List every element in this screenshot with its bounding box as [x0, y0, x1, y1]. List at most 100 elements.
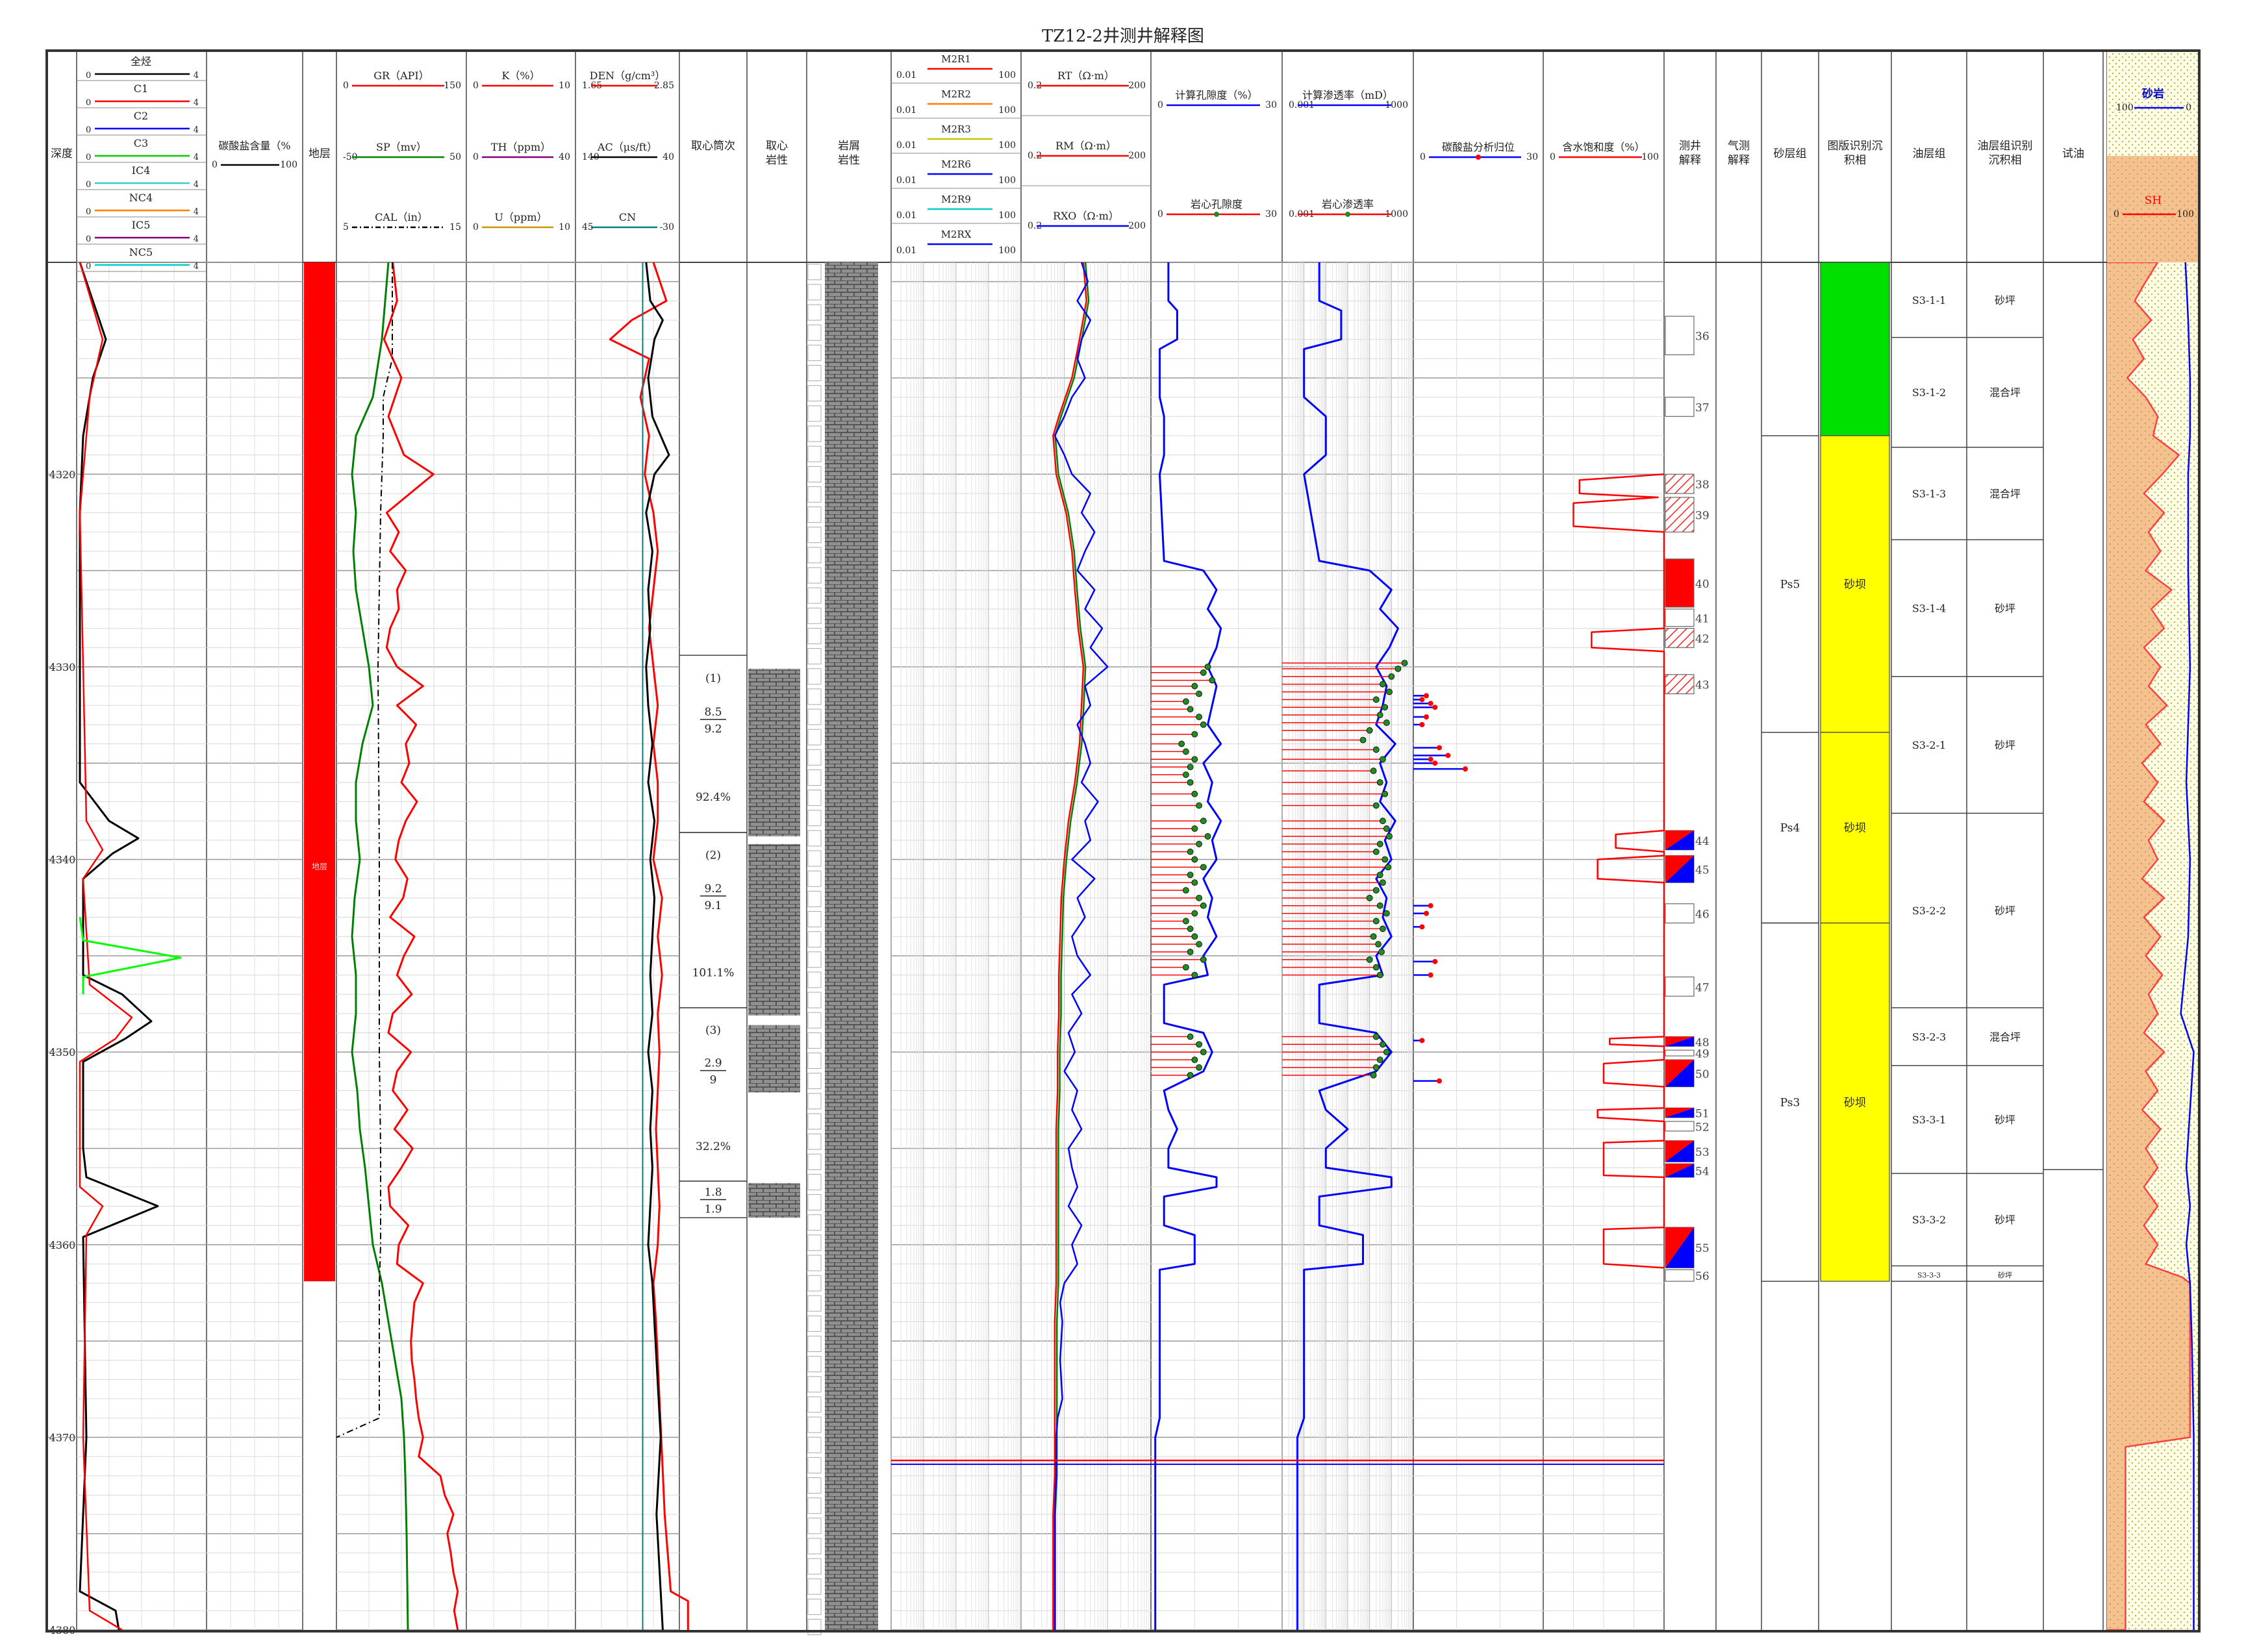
gas-IC5-name: IC5	[132, 219, 151, 231]
oil-group-name: S3-3-3	[1917, 1271, 1941, 1279]
interp-layer-no: 45	[1695, 864, 1710, 877]
gas-NC4-name: NC4	[129, 192, 153, 204]
res-max: 200	[1128, 81, 1146, 91]
res-name: RT（Ω·m）	[1057, 69, 1115, 82]
cuttings-symbol-box	[807, 1518, 822, 1534]
curve-sp	[351, 262, 409, 1631]
por-core-name: 岩心孔隙度	[1191, 198, 1243, 210]
interp-layer-no: 54	[1695, 1166, 1710, 1179]
core-por-point	[1191, 825, 1198, 832]
cuttings-symbol-box	[807, 1457, 822, 1473]
core-perm-point	[1385, 864, 1392, 871]
gas-min: 0	[86, 234, 91, 244]
interp-layer-no: 40	[1695, 578, 1710, 591]
core-por-point	[1196, 1064, 1202, 1071]
sand-group-name: Ps3	[1780, 1096, 1800, 1109]
chart-facies-block	[1820, 262, 1890, 436]
core-run-drilled: 9.2	[704, 723, 722, 736]
core-perm-point	[1380, 818, 1386, 825]
carb-norm-point	[1424, 693, 1429, 699]
perm-core-name: 岩心渗透率	[1322, 198, 1374, 210]
m2-name: M2RX	[941, 229, 972, 240]
cuttings-symbol-box	[807, 830, 822, 847]
cuttings-symbol-box	[807, 1436, 822, 1453]
core-run-recovered: 8.5	[704, 706, 722, 719]
ac-max: 40	[662, 152, 674, 162]
ac-name: AC（μs/ft）	[597, 141, 657, 153]
carb-norm-point	[1424, 714, 1429, 720]
curve-perm-calc	[1296, 262, 1399, 1630]
carb-norm-point	[1424, 910, 1429, 916]
oil-test-header: 试油	[2062, 147, 2084, 160]
interp-layer-no: 36	[1695, 331, 1710, 344]
core-run-no: (3)	[705, 1024, 721, 1037]
m2-min: 0.01	[896, 175, 916, 186]
cuttings-symbol-box	[807, 729, 822, 745]
core-lith-header-1: 取心	[766, 140, 788, 153]
res-name: RM（Ω·m）	[1055, 140, 1117, 152]
core-por-point	[1196, 941, 1202, 947]
oil-group-facies: 砂坪	[1995, 294, 2015, 307]
cuttings-symbol-box	[807, 385, 822, 402]
cn-min: 45	[582, 222, 594, 232]
sand-group-name: Ps4	[1780, 822, 1800, 835]
gas-max: 4	[194, 234, 199, 244]
sh-max: 100	[2177, 209, 2194, 219]
interp-layer-box	[1665, 674, 1695, 695]
core-por-point	[1182, 748, 1189, 755]
m2-name: M2R2	[941, 88, 971, 100]
core-perm-point	[1380, 756, 1386, 763]
core-run-no: (1)	[705, 672, 721, 685]
core-perm-point	[1380, 925, 1386, 932]
oil-group-name: S3-3-2	[1912, 1214, 1946, 1226]
core-perm-point	[1376, 779, 1383, 786]
core-por-point	[1182, 918, 1189, 925]
curve-gr	[383, 262, 459, 1631]
gas-max: 4	[194, 125, 199, 135]
interp-water-part	[1665, 1036, 1694, 1047]
res-name: RXO（Ω·m）	[1053, 210, 1119, 222]
interp-water-part	[1665, 1108, 1694, 1118]
oil-facies-header-1: 油层组识别	[1978, 140, 2033, 153]
por-core-max: 30	[1265, 209, 1277, 219]
res-max: 200	[1128, 151, 1146, 161]
log-interp-header-2: 解释	[1679, 154, 1701, 167]
cuttings-symbol-box	[807, 708, 822, 725]
gr-min: 0	[343, 81, 349, 91]
cuttings-symbol-box	[807, 1315, 822, 1332]
core-run-pct: 32.2%	[696, 1140, 731, 1153]
core-perm-point	[1372, 848, 1380, 855]
core-lithology-fill	[748, 844, 800, 1016]
core-por-point	[1191, 856, 1198, 863]
cuttings-symbol-box	[807, 1376, 822, 1393]
u-name: U（ppm）	[494, 211, 547, 223]
core-por-point	[1200, 956, 1207, 963]
m2-name: M2R6	[941, 158, 971, 170]
cuttings-symbol-box	[807, 1336, 822, 1353]
strata-bar	[304, 262, 335, 1282]
core-perm-point	[1388, 673, 1395, 680]
m2-min: 0.01	[896, 70, 916, 81]
gas-NC5-name: NC5	[129, 246, 153, 258]
core-perm-point	[1370, 768, 1377, 774]
curve-shale	[2107, 261, 2191, 1631]
cuttings-symbol-box	[807, 688, 822, 705]
core-perm-point	[1372, 1033, 1380, 1040]
cuttings-symbol-box	[807, 567, 822, 584]
cuttings-symbol-box	[807, 1538, 822, 1555]
oil-group-name: S3-2-1	[1912, 739, 1946, 751]
core-perm-point	[1382, 856, 1389, 863]
cuttings-symbol-box	[807, 931, 822, 948]
cuttings-symbol-box	[807, 951, 822, 968]
k-max: 10	[559, 81, 570, 91]
interp-water-part	[1665, 831, 1694, 850]
oil-group-name: S3-2-3	[1912, 1031, 1946, 1043]
interp-layer-no: 52	[1695, 1121, 1710, 1134]
sw-name: 含水饱和度（%）	[1562, 141, 1645, 153]
sand-group-name: Ps5	[1780, 578, 1800, 591]
core-perm-point	[1380, 1041, 1386, 1048]
core-por-point	[1196, 840, 1202, 847]
gas-全烃-name: 全烃	[131, 55, 151, 68]
interp-layer-no: 46	[1695, 908, 1710, 921]
core-por-point	[1187, 706, 1194, 713]
